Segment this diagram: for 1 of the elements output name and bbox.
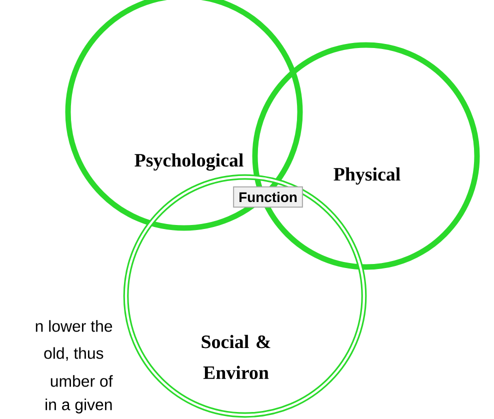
text-line: old, thus [44, 347, 104, 361]
